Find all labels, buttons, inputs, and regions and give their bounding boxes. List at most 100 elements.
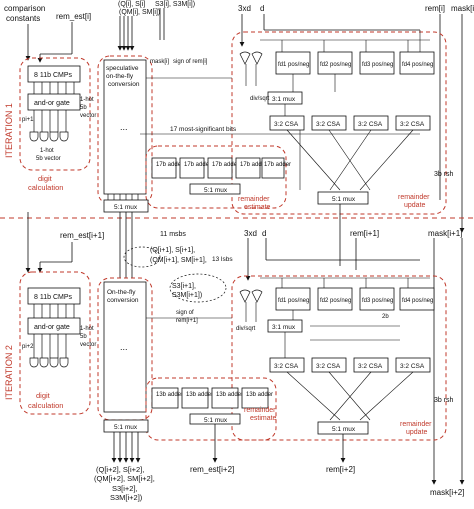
andor-box-2 [27,317,81,335]
twob-label: 2b [382,314,389,320]
est-mux-1 [189,183,241,195]
adder17-5 [261,157,285,179]
s3m-i1-label: S3M[i+1]) [172,292,202,299]
d-label-mid: d [262,229,266,238]
digit-calc-1a: digit [38,174,53,183]
adder13-1-label: 13b adder [156,392,183,398]
onehot-vec-1b: 5b [80,105,87,111]
adder17-1 [151,157,177,179]
fd2-label-1: fd2 pos/neg [320,62,351,68]
fd3-box-1 [359,51,395,75]
adder17-2-label: 17b adder [184,162,211,168]
s3-ellipse [169,273,227,303]
mask-i-label: mask[i] [451,4,474,13]
rem-upd-1a: remainder [398,194,430,201]
rsh-2: 3b rsh [434,397,454,404]
otf-dots-2: ... [120,342,128,352]
rem-out: rem[i+2] [326,465,355,474]
onehot-vec-1a: 1-hot [80,97,94,103]
spec-otf-1b: on-the-fly [106,73,134,80]
top-input-wires [25,8,465,233]
rem-update-wires-2 [146,277,430,421]
csa2-label-2: 3:2 CSA [316,363,341,370]
gates-2 [29,357,69,368]
fd2-label-2: fd2 pos/neg [320,298,351,304]
upd-mux-1 [317,191,369,205]
rem-est-1b: estimate [244,204,271,211]
q-out-4: S3M[i+2]) [110,493,143,502]
q-i1-ellipse [123,246,161,268]
est-mux-label-2: 5:1 mux [204,417,228,424]
adder17-1-label: 17b adder [156,162,183,168]
div-sqrt-1: div/sqrt [250,96,270,102]
rem-est-i-label: rem_est[i] [56,12,91,21]
cmp-wires-1 [33,82,75,132]
rem-update-group-1 [231,31,447,215]
q-i1-label: (Q[i+1], S[i+1], [150,247,195,254]
adder17-5-label: 17b adder [264,162,291,168]
rem-est-i1-label: rem_est[i+1] [60,231,104,240]
rem-upd-2b: update [406,429,428,436]
fd2-box-2 [317,287,353,311]
q-out-3: S3[i+2], [112,484,138,493]
digit-calc-group-1 [19,57,91,171]
csa1-label-1: 3:2 CSA [274,121,299,128]
q-out-2: (QM[i+2], SM[i+2], [94,474,155,483]
threexd-label-mid: 3xd [244,229,257,238]
otf-group-2 [97,277,153,421]
msb17-label: 17 most-significant bits [170,126,237,133]
otf-box-2 [103,281,147,413]
div-sqrt-2: div/sqrt [236,326,256,332]
csa3-label-1: 3:2 CSA [358,121,383,128]
xor-gates-2 [239,289,263,303]
d-label-top: d [260,4,264,13]
digit-calc-group-2 [19,271,91,415]
rem-i-label: rem[i] [425,4,445,13]
digit-calc-2a: digit [36,391,51,400]
fd3-label-1: fd3 pos/neg [362,62,393,68]
qm-i1-label: (QM[i+1], SM[i+1], [150,257,207,264]
onehot-vec-2a: 1-hot [80,326,94,332]
q-i-label: (Q[i], S[i] [118,1,145,8]
xor-gates-1 [239,51,263,65]
fd4-box-2 [399,287,435,311]
adder13-4 [241,387,269,409]
otf-2a: On-the-fly [107,289,136,296]
andor-box-1 [27,93,81,111]
adder13-4-label: 13b adder [246,392,273,398]
cmps-label-1: 8 11b CMPs [34,72,72,79]
mux31-label-1: 3:1 mux [272,96,296,103]
digit-calc-2b: calculation [28,401,63,410]
andor-label-2: and-or gate [34,324,70,331]
sign-rem-1: sign of rem[i] [173,59,208,65]
adder13-2-label: 13b adder [186,392,213,398]
cmps-box-2 [27,287,81,305]
rsh-1: 3b rsh [434,171,454,178]
mux31-label-2: 3:1 mux [272,324,296,331]
csa1-label-2: 3:2 CSA [274,363,299,370]
middle-wires [25,204,465,485]
adder13-3-label: 13b adder [216,392,243,398]
rem-upd-1b: update [404,202,426,209]
rem-est-1a: remainder [238,196,270,203]
onehot-vec-2b: 5b [80,334,87,340]
onehot-vec-1e: 5b vector [36,156,61,162]
cmps-label-2: 8 11b CMPs [34,294,72,301]
sign-rem-2b: rem[i+1] [176,318,198,324]
s3-i-label: S3[i], S3M[i]) [155,1,195,8]
adder17-2 [179,157,205,179]
qm-i-label: (QM[i], SM[i]) [119,9,160,16]
upd-mux-label-2: 5:1 mux [332,426,356,433]
q-out-1: (Q[i+2], S[i+2], [96,465,144,474]
otf-out-wires-1 [107,194,139,200]
gates-1 [29,131,69,142]
fd4-label-2: fd4 pos/neg [402,298,433,304]
s3-i1-label: S3[i+1], [172,283,196,290]
onehot-vec-1c: vector [80,113,96,119]
iteration-2-label: ITERATION 2 [4,345,14,400]
csa4-label-1: 3:2 CSA [400,121,425,128]
threexd-label-top: 3xd [238,4,251,13]
onehot-vec-2c: vector [80,342,96,348]
